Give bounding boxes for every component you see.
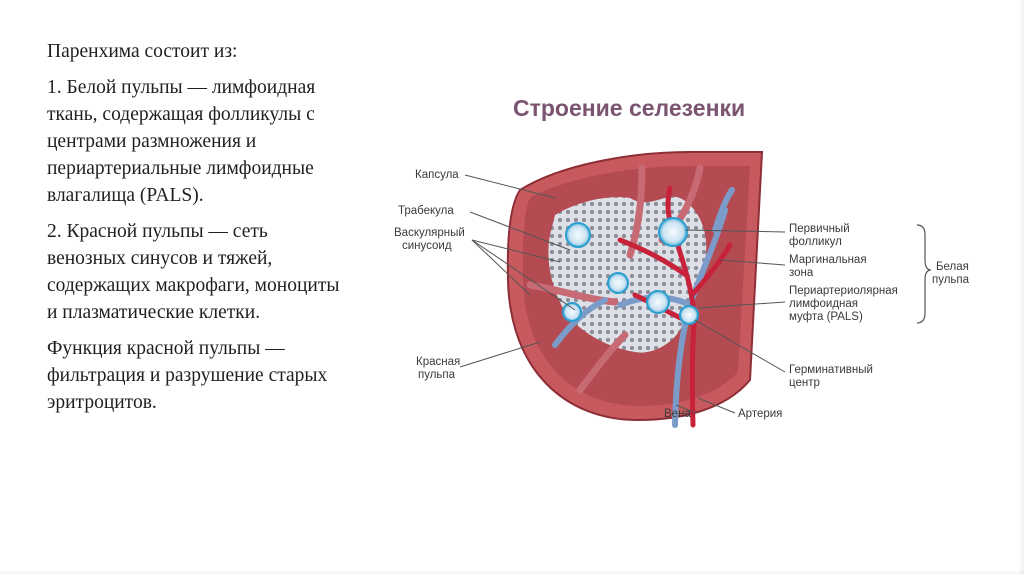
label-germinal-center-2: центр [789, 377, 820, 389]
label-primary-follicle-1: Первичный [789, 223, 850, 235]
label-sinusoid-2: синусоид [402, 240, 452, 252]
label-germinal-center-1: Герминативный [789, 364, 873, 376]
red-pulp-text: 2. Красной пульпы — сеть венозных синусо… [47, 221, 340, 323]
label-pals-3: муфта (PALS) [789, 311, 863, 323]
follicle [679, 305, 699, 325]
label-marginal-zone-1: Маргинальная [789, 254, 867, 266]
label-white-pulp-1: Белая [936, 261, 969, 273]
diagram-title: Строение селезенки [513, 95, 745, 121]
label-pals-2: лимфоидная [789, 298, 858, 310]
slide-shadow-right [1018, 0, 1024, 574]
label-capsule: Капсула [415, 169, 459, 181]
label-trabecula: Трабекула [398, 205, 454, 217]
label-vein: Вена [664, 408, 691, 420]
label-primary-follicle-2: фолликул [789, 236, 842, 248]
label-sinusoid-1: Васкулярный [394, 227, 465, 239]
slide-shadow-bottom [0, 570, 1024, 574]
follicle [562, 302, 582, 322]
white-pulp-text: 1. Белой пульпы — лимфоидная ткань, соде… [47, 77, 316, 206]
white-pulp-bracket [916, 224, 932, 324]
spleen-diagram: Строение селезенки [394, 95, 970, 428]
leader-lines [459, 174, 786, 414]
body-text: Паренхима состоит из: 1. Белой пульпы — … [47, 38, 347, 425]
intro-text: Паренхима состоит из: [47, 41, 238, 62]
label-marginal-zone-2: зона [789, 267, 814, 279]
follicle [607, 272, 629, 294]
function-text: Функция красной пульпы — фильтрация и ра… [47, 338, 328, 413]
follicle [565, 222, 591, 248]
label-red-pulp-2: пульпа [418, 369, 456, 381]
label-red-pulp-1: Красная [416, 356, 460, 368]
label-pals-1: Периартериолярная [789, 285, 898, 297]
follicle [658, 217, 688, 247]
follicles [562, 217, 699, 325]
follicle [646, 290, 670, 314]
label-white-pulp-2: пульпа [932, 274, 970, 286]
label-artery: Артерия [738, 408, 782, 420]
